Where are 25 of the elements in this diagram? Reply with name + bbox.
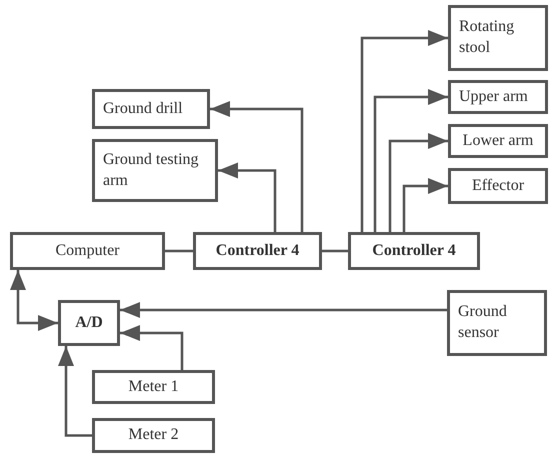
block-box: Meter 1 <box>92 370 215 404</box>
block-box: Ground drill <box>92 89 210 129</box>
arrow <box>218 162 276 232</box>
block-box: A/D <box>58 300 120 346</box>
arrow <box>360 30 448 232</box>
arrow <box>402 178 448 232</box>
block-box: Meter 2 <box>92 418 215 453</box>
arrow <box>120 325 184 370</box>
arrow <box>388 133 448 232</box>
connector-line <box>165 250 193 252</box>
block-box: Lower arm <box>448 124 548 158</box>
block-box: Controller 4 <box>193 232 322 270</box>
block-box: Computer <box>10 232 165 270</box>
arrow <box>120 302 447 318</box>
block-box: Ground testing arm <box>92 139 218 202</box>
block-box: Ground sensor <box>447 290 547 356</box>
block-box: Upper arm <box>448 80 548 114</box>
block-box: Effector <box>448 168 548 204</box>
block-box: Controller 4 <box>348 232 480 270</box>
arrow <box>10 270 58 331</box>
arrow <box>210 101 304 232</box>
arrow <box>374 89 448 232</box>
arrow <box>58 346 92 437</box>
connector-line <box>322 250 348 252</box>
block-box: Rotating stool <box>448 5 548 71</box>
